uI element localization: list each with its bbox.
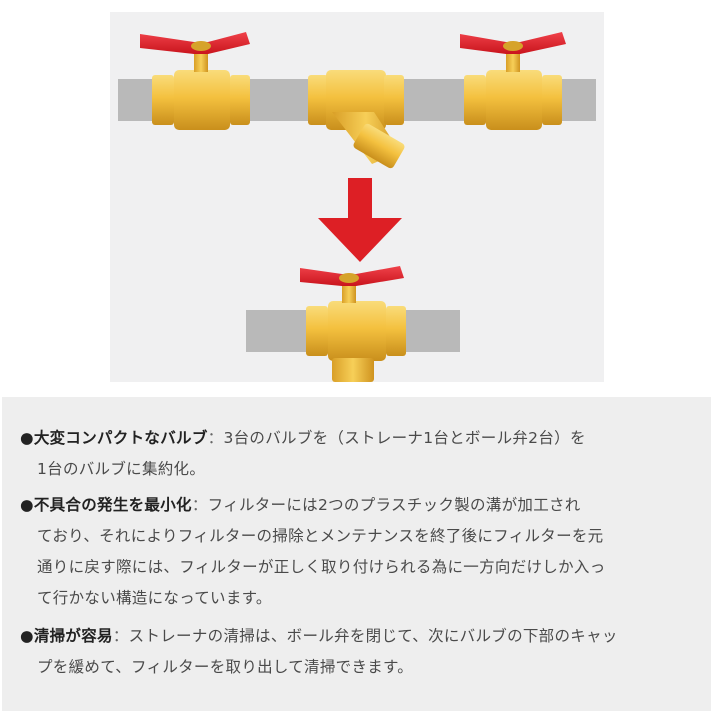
feature-separator: ：: [112, 627, 129, 645]
feature-title: 不具合の発生を最小化: [33, 496, 192, 514]
feature-text-line: 3台のバルブを（ストレーナ1台とボール弁2台）を: [223, 429, 586, 447]
feature-separator: ：: [207, 429, 224, 447]
feature-text-line: 通りに戻す際には、フィルターが正しく取り付けられる為に一方向だけしか入っ: [37, 558, 606, 576]
feature-text-line: フィルターには2つのプラスチック製の溝が加工され: [207, 496, 581, 514]
feature-text-line: ており、それによりフィルターの掃除とメンテナンスを終了後にフィルターを元: [37, 527, 604, 545]
ball-valve-left: [140, 32, 250, 130]
bullet-icon: ●: [20, 496, 34, 514]
feature-text-line: ストレーナの清掃は、ボール弁を閉じて、次にバルブの下部のキャッ: [128, 627, 618, 645]
feature-description-panel: ●大変コンパクトなバルブ：3台のバルブを（ストレーナ1台とボール弁2台）を 1台…: [2, 397, 711, 711]
y-strainer: [308, 70, 405, 169]
bullet-icon: ●: [20, 429, 34, 447]
feature-compact-valve: ●大変コンパクトなバルブ：3台のバルブを（ストレーナ1台とボール弁2台）を 1台…: [20, 423, 700, 485]
feature-title: 清掃が容易: [33, 627, 113, 645]
valve-comparison-illustration: [110, 12, 604, 382]
valve-diagram: [118, 32, 596, 382]
down-arrow-icon: [318, 178, 402, 262]
bullet-icon: ●: [20, 627, 34, 645]
ball-valve-right: [460, 32, 566, 130]
combined-valve: [300, 266, 406, 382]
feature-text-line: プを緩めて、フィルターを取り出して清掃できます。: [37, 658, 414, 676]
feature-text-line: て行かない構造になっています。: [37, 589, 272, 607]
bottom-cap: [332, 358, 374, 382]
feature-easy-cleaning: ●清掃が容易：ストレーナの清掃は、ボール弁を閉じて、次にバルブの下部のキャッ プ…: [20, 621, 700, 683]
feature-minimize-failure: ●不具合の発生を最小化：フィルターには2つのプラスチック製の溝が加工され ており…: [20, 490, 700, 614]
feature-title: 大変コンパクトなバルブ: [33, 429, 208, 447]
feature-text-line: 1台のバルブに集約化。: [37, 460, 206, 478]
feature-separator: ：: [191, 496, 208, 514]
